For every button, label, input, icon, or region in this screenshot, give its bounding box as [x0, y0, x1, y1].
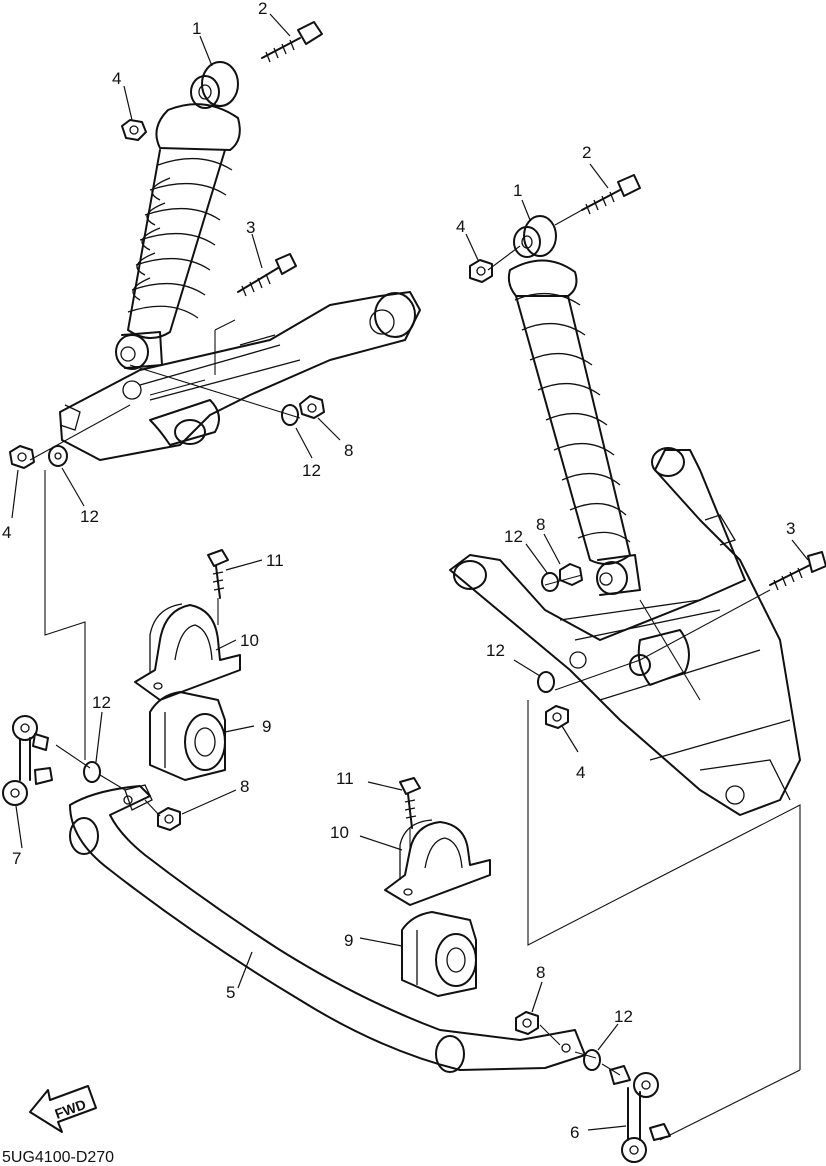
callout-bolt-11-upper: 11 — [266, 551, 284, 570]
callout-bolt-11-lower: 11 — [336, 769, 354, 788]
left-bolt-3 — [237, 253, 297, 297]
left-washer-12 — [48, 445, 68, 467]
assembly-lines — [29, 209, 801, 1141]
callout-right-nut-8-top: 8 — [536, 515, 545, 534]
callout-right-washer-12-top: 12 — [504, 527, 523, 546]
lower-bolt-11 — [399, 777, 421, 829]
callout-left-washer-12-top: 12 — [302, 461, 321, 480]
callout-right-washer-12-bar: 12 — [614, 1007, 633, 1026]
right-nut-8-top — [559, 563, 583, 586]
left-nut-8 — [299, 395, 325, 419]
fwd-arrow-icon — [29, 1085, 97, 1133]
upper-bracket-10 — [134, 603, 241, 701]
left-nut-4-top — [121, 119, 147, 141]
leader-lines — [11, 13, 809, 1131]
right-shock-absorber — [507, 215, 641, 596]
callout-stabilizer-5: 5 — [226, 983, 235, 1002]
callout-right-nut-4-bottom: 4 — [576, 763, 585, 782]
right-bolt-2 — [581, 174, 641, 215]
right-nut-4-bottom — [545, 705, 569, 729]
left-stabilizer-link-7 — [2, 715, 53, 806]
right-nut-8-bar — [515, 1011, 539, 1035]
lower-bushing-9 — [401, 911, 477, 997]
callout-right-bolt-2: 2 — [582, 143, 591, 162]
callout-right-link-6: 6 — [570, 1123, 579, 1142]
right-stabilizer-link-6 — [609, 1065, 671, 1163]
callout-left-bolt-2: 2 — [258, 0, 267, 18]
upper-bushing-9 — [149, 691, 226, 781]
left-nut-4-bottom — [9, 445, 35, 469]
upper-bolt-11 — [207, 549, 229, 599]
callout-left-nut-4-bottom: 4 — [2, 523, 11, 542]
callout-washer-12-left-link: 12 — [92, 693, 111, 712]
callout-left-nut-8: 8 — [344, 441, 353, 460]
left-shock-absorber — [115, 61, 241, 370]
callout-right-nut-4-top: 4 — [456, 217, 465, 236]
stabilizer-bar-5 — [69, 784, 586, 1073]
left-swing-arm — [59, 291, 421, 461]
callout-left-nut-8-bar: 8 — [240, 777, 249, 796]
callout-bracket-10-lower: 10 — [330, 823, 349, 842]
lower-bracket-10 — [384, 819, 491, 906]
callout-left-nut-4-top: 4 — [112, 69, 121, 88]
callout-bracket-10-upper: 10 — [240, 631, 259, 650]
callout-right-bolt-3: 3 — [786, 519, 795, 538]
callout-left-washer-12-mid: 12 — [80, 507, 99, 526]
right-washer-12-bar — [583, 1049, 601, 1071]
diagram-code: 5UG4100-D270 — [2, 1149, 114, 1166]
callout-left-shock-1: 1 — [192, 19, 201, 38]
right-bolt-3 — [769, 551, 826, 591]
right-swing-arm — [449, 447, 801, 816]
callout-right-nut-8-bar: 8 — [536, 963, 545, 982]
callout-bushing-9-lower: 9 — [344, 931, 353, 950]
left-bolt-2 — [261, 21, 323, 63]
callout-right-washer-12-mid: 12 — [486, 641, 505, 660]
right-washer-12-mid — [537, 671, 555, 693]
right-nut-4-top — [469, 259, 493, 283]
callout-labels: 1 2 4 3 4 12 12 8 1 2 4 8 12 3 12 4 11 1… — [2, 0, 795, 1166]
callout-right-shock-1: 1 — [513, 181, 522, 200]
left-washer-12-arm — [281, 404, 299, 426]
left-washer-12-link — [83, 761, 101, 783]
callout-bushing-9-upper: 9 — [262, 717, 271, 736]
left-nut-8-bar — [157, 807, 181, 831]
callout-left-bolt-3: 3 — [246, 218, 255, 237]
callout-left-link-7: 7 — [12, 849, 21, 868]
